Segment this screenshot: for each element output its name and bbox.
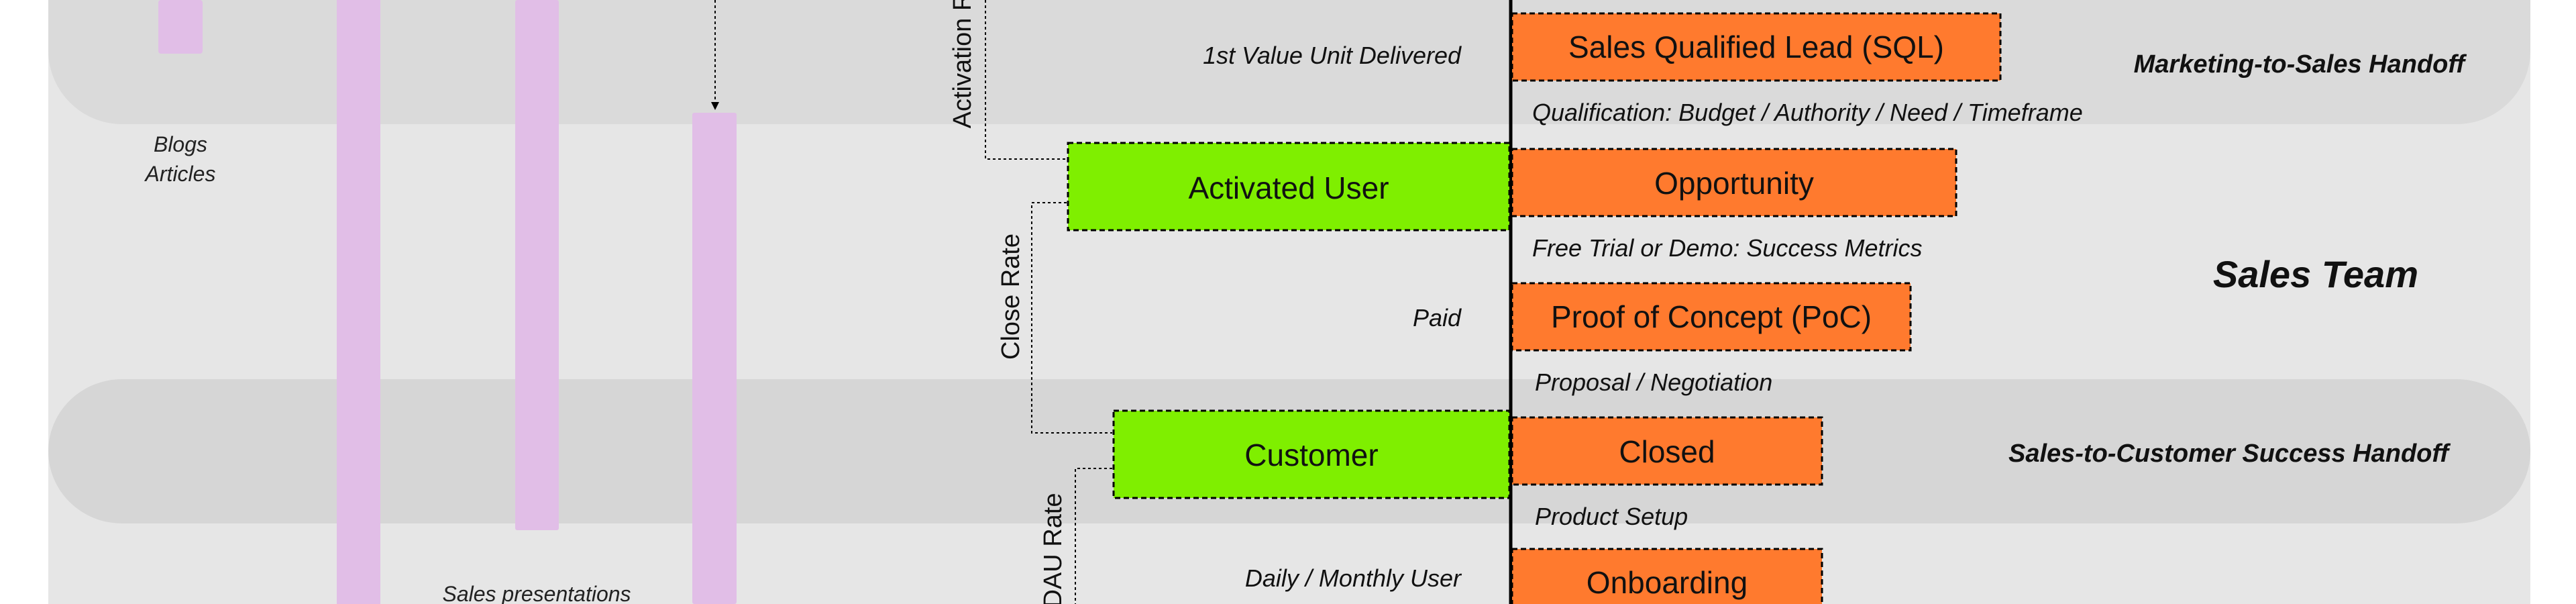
sales-presentations-label: Sales presentations — [442, 582, 631, 604]
daily-monthly-user-label: Daily / Monthly User — [1245, 564, 1462, 592]
content-bar-sales-presentations — [692, 113, 737, 604]
sql-label: Sales Qualified Lead (SQL) — [1568, 30, 1944, 64]
first-value-unit-label: 1st Value Unit Delivered — [1203, 42, 1462, 69]
close-rate-connector — [1031, 202, 1112, 434]
sales-to-customer-success-handoff-title: Sales-to-Customer Success Handoff — [2008, 440, 2451, 468]
user-stage-activated-user: Activated User — [1067, 142, 1511, 232]
content-bar-3 — [515, 0, 559, 530]
dau-rate-connector — [1075, 468, 1112, 604]
sales-stage-opportunity: Opportunity — [1511, 148, 1957, 217]
proposal-label: Proposal / Negotiation — [1535, 368, 1772, 396]
activated-user-label: Activated User — [1188, 170, 1389, 205]
customer-label: Customer — [1244, 438, 1378, 472]
sales-team-title: Sales Team — [2213, 253, 2418, 295]
close-rate-label: Close Rate — [997, 234, 1025, 360]
product-setup-label: Product Setup — [1535, 503, 1688, 530]
content-bar-blogs — [158, 0, 203, 54]
user-stage-customer: Customer — [1112, 409, 1511, 499]
sales-stage-closed: Closed — [1511, 416, 1823, 486]
sales-stage-onboarding: Onboarding — [1511, 548, 1823, 604]
free-trial-label: Free Trial or Demo: Success Metrics — [1532, 234, 1922, 262]
qualification-label: Qualification: Budget / Authority / Need… — [1532, 99, 2083, 126]
poc-label: Proof of Concept (PoC) — [1551, 299, 1872, 334]
activation-rate-label: Activation R — [949, 0, 977, 128]
sales-stage-sql: Sales Qualified Lead (SQL) — [1511, 12, 2002, 82]
onboarding-label: Onboarding — [1587, 565, 1748, 600]
opportunity-label: Opportunity — [1654, 166, 1814, 201]
content-bar-2 — [337, 0, 380, 604]
sales-stage-poc: Proof of Concept (PoC) — [1511, 282, 1912, 352]
marketing-to-sales-handoff-title: Marketing-to-Sales Handoff — [2134, 50, 2467, 79]
dau-rate-label: DAU Rate — [1039, 493, 1067, 604]
paid-label: Paid — [1413, 304, 1462, 332]
closed-label: Closed — [1619, 434, 1715, 469]
blogs-label: Blogs — [154, 132, 207, 156]
articles-label: Articles — [144, 162, 216, 186]
